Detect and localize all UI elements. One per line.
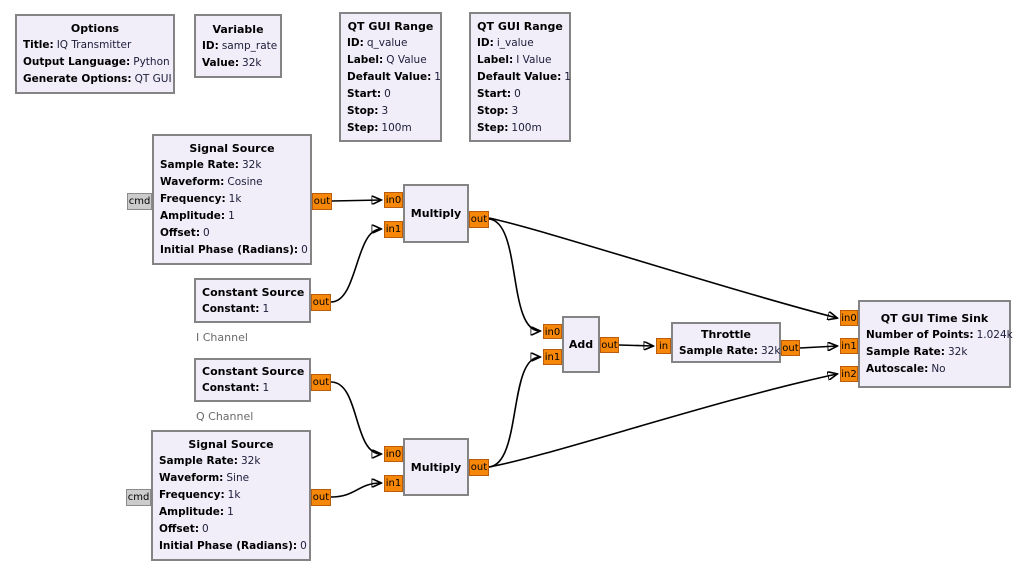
wire-multbot-to-timesink-in2[interactable] (488, 374, 837, 468)
block-title: QT GUI Time Sink (880, 312, 989, 325)
port-consti-out[interactable]: out (311, 294, 331, 311)
block-title: Signal Source (188, 438, 274, 451)
port-sigbot-out[interactable]: out (311, 489, 331, 506)
block-title: Multiply (410, 207, 462, 220)
block-title: Constant Source (202, 365, 305, 378)
param-label: Label:I Value (477, 53, 552, 66)
param-number-of-points: Number of Points:1.024k (866, 329, 1013, 341)
port-timesink-in0[interactable]: in0 (840, 310, 858, 326)
block-qt-gui-time-sink[interactable]: QT GUI Time Sink Number of Points:1.024k… (858, 300, 1013, 388)
wire-add-to-throttle[interactable] (618, 345, 653, 346)
param-id: ID:samp_rate (202, 39, 278, 52)
port-sigbot-cmd[interactable]: cmd (126, 489, 151, 506)
param-offset: Offset:0 (159, 523, 209, 535)
wire-throttle-to-timesink-in1[interactable] (799, 346, 837, 348)
port-constq-out[interactable]: out (311, 374, 331, 391)
port-add-in1[interactable]: in1 (543, 349, 562, 365)
port-add-out[interactable]: out (600, 337, 619, 353)
param-stop: Stop:3 (477, 104, 519, 117)
port-multtop-in1[interactable]: in1 (384, 221, 403, 238)
wire-multbot-to-add-in1[interactable] (488, 357, 540, 468)
block-title: Multiply (410, 460, 462, 474)
port-sigtop-out[interactable]: out (312, 193, 332, 210)
block-throttle[interactable]: Throttle Sample Rate:32k (671, 322, 781, 363)
param-constant: Constant:1 (202, 302, 270, 315)
param-default: Default Value:1 (347, 70, 441, 83)
port-timesink-in2[interactable]: in2 (840, 366, 858, 382)
block-constant-source-q[interactable]: Constant Source Constant:1 (194, 358, 311, 402)
wire-multtop-to-timesink-in0[interactable] (488, 217, 837, 318)
block-multiply-bottom[interactable]: Multiply (403, 438, 469, 496)
block-add[interactable]: Add (562, 316, 600, 373)
block-qt-gui-range-i[interactable]: QT GUI Range ID:i_value Label:I Value De… (469, 12, 571, 142)
block-signal-source-top[interactable]: Signal Source Sample Rate:32k Waveform:C… (152, 134, 312, 265)
port-sigtop-cmd[interactable]: cmd (127, 193, 152, 210)
block-title: Constant Source (202, 285, 305, 299)
param-title: Title:IQ Transmitter (23, 39, 132, 51)
block-title: Signal Source (189, 142, 275, 155)
param-label: Label:Q Value (347, 53, 427, 66)
param-step: Step:100m (477, 121, 542, 134)
param-constant: Constant:1 (202, 382, 270, 394)
param-amplitude: Amplitude:1 (159, 506, 234, 518)
block-options[interactable]: Options Title:IQ Transmitter Output Lang… (15, 14, 175, 94)
port-throttle-out[interactable]: out (781, 340, 800, 356)
param-value: Value:32k (202, 56, 262, 69)
block-title: Throttle (700, 327, 752, 341)
block-multiply-top[interactable]: Multiply (403, 184, 469, 243)
param-id: ID:q_value (347, 36, 408, 49)
wire-sigbot-to-multbot-in1[interactable] (330, 483, 381, 498)
param-output-language: Output Language:Python (23, 56, 170, 68)
param-frequency: Frequency:1k (159, 489, 241, 501)
block-variable[interactable]: Variable ID:samp_rate Value:32k (194, 14, 282, 78)
block-signal-source-bottom[interactable]: Signal Source Sample Rate:32k Waveform:S… (151, 430, 311, 561)
param-autoscale: Autoscale:No (866, 363, 946, 375)
port-throttle-in[interactable]: in (656, 338, 671, 354)
param-id: ID:i_value (477, 36, 534, 49)
block-title: QT GUI Range (347, 19, 434, 33)
port-multbot-out[interactable]: out (469, 459, 489, 476)
block-title: Options (70, 22, 120, 35)
param-default: Default Value:1 (477, 70, 571, 83)
param-step: Step:100m (347, 121, 412, 134)
port-add-in0[interactable]: in0 (543, 324, 562, 339)
param-waveform: Waveform:Cosine (160, 176, 263, 188)
param-start: Start:0 (347, 87, 391, 100)
param-stop: Stop:3 (347, 104, 389, 117)
block-title: QT GUI Range (477, 19, 563, 33)
block-title: Variable (212, 22, 264, 36)
param-initial-phase: Initial Phase (Radians):0 (159, 540, 307, 552)
param-offset: Offset:0 (160, 227, 210, 239)
wire-sigtop-to-multtop-in0[interactable] (331, 200, 381, 201)
wire-multtop-to-add-in0[interactable] (488, 218, 540, 331)
block-qt-gui-range-q[interactable]: QT GUI Range ID:q_value Label:Q Value De… (339, 12, 442, 142)
wire-consti-to-multtop-in1[interactable] (330, 229, 381, 303)
port-multtop-in0[interactable]: in0 (384, 192, 403, 208)
block-constant-source-i[interactable]: Constant Source Constant:1 (194, 278, 311, 323)
param-sample-rate: Sample Rate:32k (159, 455, 261, 467)
block-title: Add (568, 338, 594, 351)
param-start: Start:0 (477, 87, 521, 100)
port-multbot-in1[interactable]: in1 (384, 475, 403, 492)
param-frequency: Frequency:1k (160, 193, 242, 205)
param-waveform: Waveform:Sine (159, 472, 250, 484)
wire-constq-to-multbot-in0[interactable] (330, 381, 381, 454)
param-initial-phase: Initial Phase (Radians):0 (160, 244, 308, 256)
annotation-q-channel: Q Channel (196, 410, 254, 423)
port-multbot-in0[interactable]: in0 (384, 446, 403, 462)
param-sample-rate: Sample Rate:32k (679, 344, 781, 357)
param-amplitude: Amplitude:1 (160, 210, 235, 222)
param-sample-rate: Sample Rate:32k (160, 159, 262, 171)
annotation-i-channel: I Channel (196, 331, 248, 344)
port-timesink-in1[interactable]: in1 (840, 338, 858, 354)
param-sample-rate: Sample Rate:32k (866, 346, 968, 358)
port-multtop-out[interactable]: out (469, 211, 489, 228)
param-generate-options: Generate Options:QT GUI (23, 73, 172, 85)
